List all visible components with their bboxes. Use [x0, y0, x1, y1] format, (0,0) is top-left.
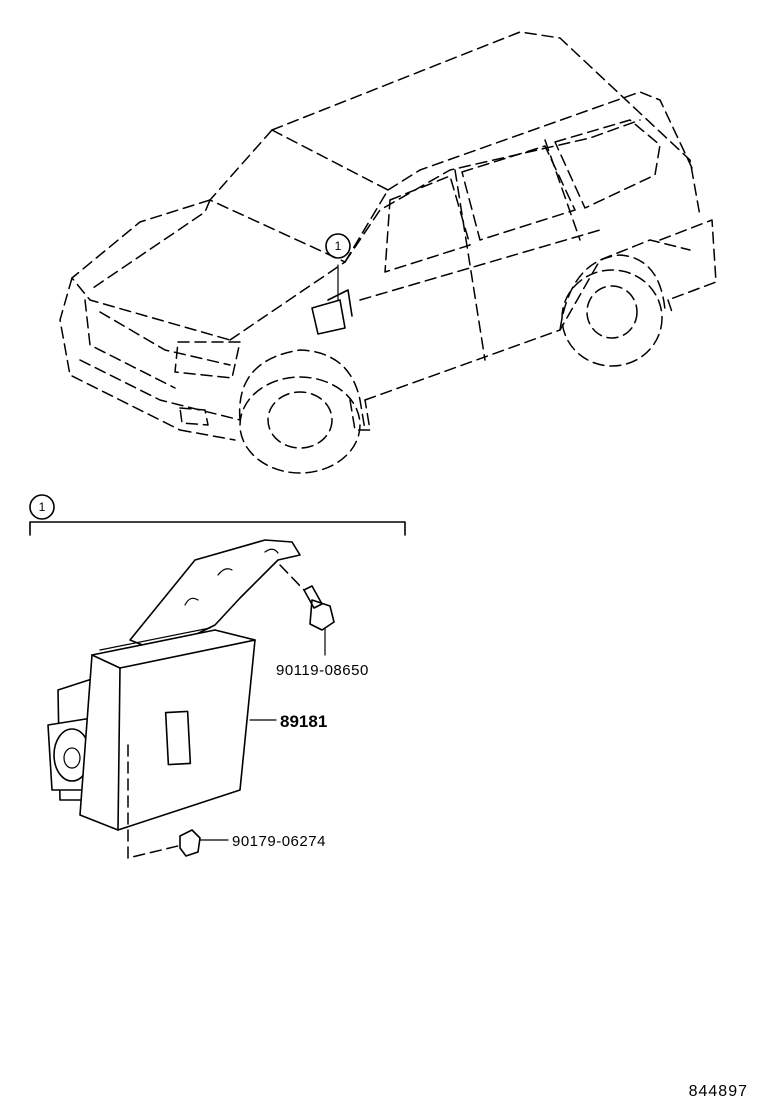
part-number-ecu: 89181 — [280, 712, 327, 731]
vehicle-phantom-outline — [59, 31, 717, 474]
nut-alignment-line — [127, 744, 183, 859]
nut-90179-06274 — [179, 829, 229, 857]
part-number-bolt: 90119-08650 — [276, 662, 369, 679]
illustration-number: 844897 — [689, 1083, 748, 1100]
vehicle-callout: 1 — [325, 233, 351, 259]
detail-callout-number: 1 — [39, 500, 46, 514]
detail-bracket-line — [29, 521, 406, 536]
detail-callout: 1 — [29, 494, 406, 536]
ecu-module-89181 — [47, 627, 256, 831]
bolt-90119-08650 — [279, 564, 335, 656]
part-number-nut: 90179-06274 — [232, 833, 326, 850]
ecu-location-marker — [311, 264, 353, 335]
vehicle-callout-number: 1 — [335, 239, 342, 253]
